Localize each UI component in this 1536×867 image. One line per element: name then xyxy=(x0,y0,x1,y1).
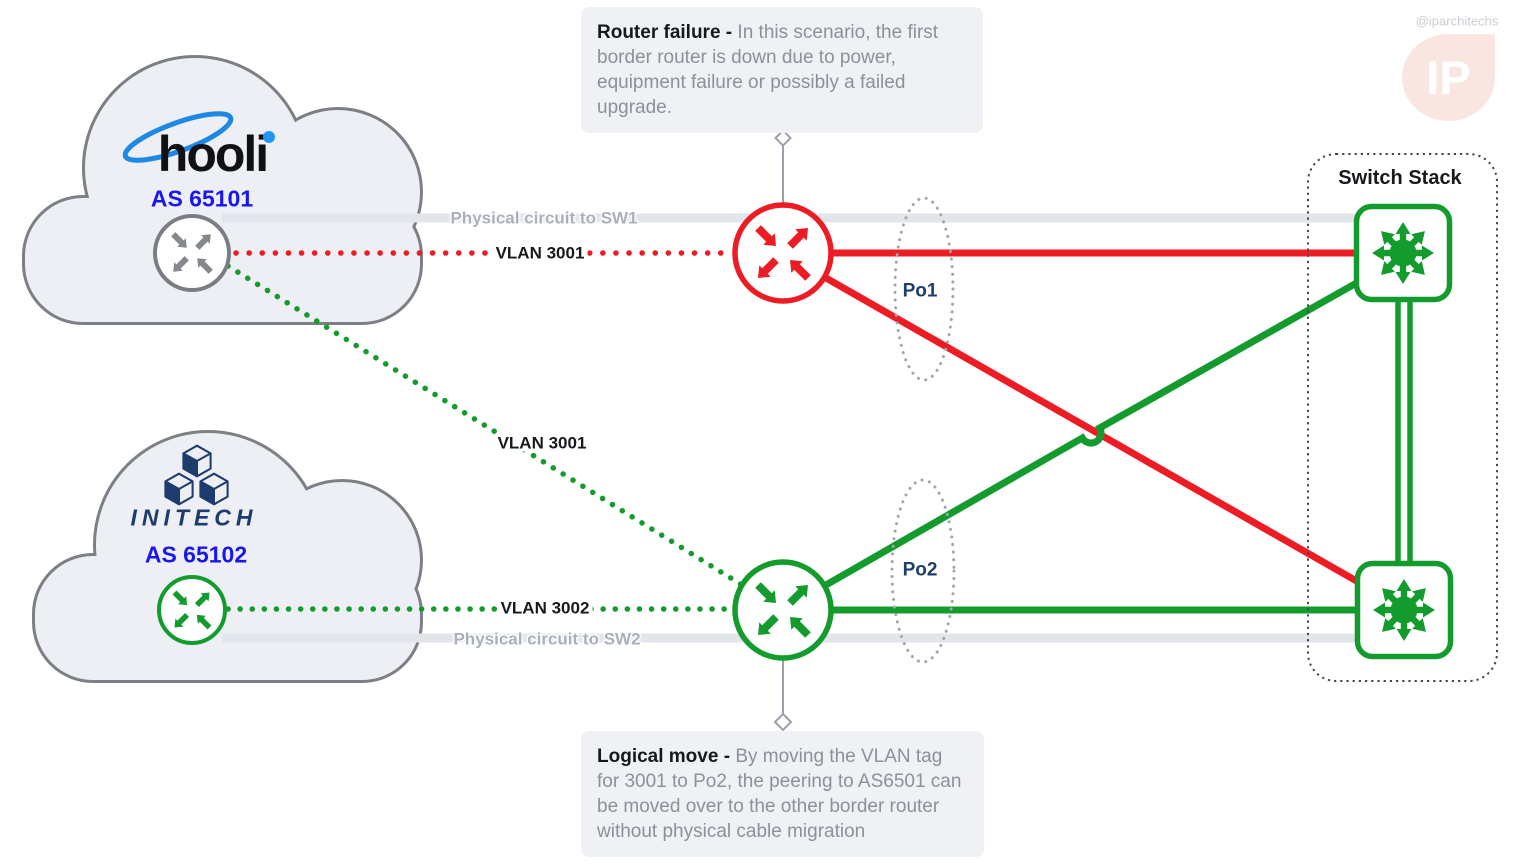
link-po2-member-green-diagonal xyxy=(810,277,1362,597)
annotation-body: By moving the VLAN tag for 3001 to Po2, … xyxy=(597,746,962,842)
iparchitechs-logo-text: IP xyxy=(1426,51,1471,104)
vlan3001-diagonal-label: VLAN 3001 xyxy=(494,434,590,452)
physical-circuit-sw2-label: Physical circuit to SW2 xyxy=(453,629,641,649)
hooli-as-label: AS 65101 xyxy=(150,185,254,212)
watermark-handle: @iparchitechs xyxy=(1415,13,1499,29)
annotation-separator: - xyxy=(720,22,738,43)
annotation-logical-move: Logical move - By moving the VLAN tag fo… xyxy=(581,731,984,857)
connector-diamond-top xyxy=(774,129,792,147)
po2-label: Po2 xyxy=(902,559,938,581)
connector-top xyxy=(774,129,792,207)
vlan3002-label: VLAN 3002 xyxy=(497,599,593,617)
initech-logo: INITECH xyxy=(130,504,258,531)
border-router-1-failed xyxy=(732,202,834,304)
initech-as-label: AS 65102 xyxy=(144,541,248,568)
iparchitechs-logo: IP xyxy=(1402,34,1495,121)
annotation-separator: - xyxy=(718,746,736,767)
po2-ellipse xyxy=(890,478,956,664)
physical-circuit-sw1-label: Physical circuit to SW1 xyxy=(450,208,638,228)
hooli-logo: hooli xyxy=(157,126,269,182)
initech-cloud xyxy=(32,430,423,683)
link-vlan3001-green-dotted-diagonal xyxy=(225,263,745,588)
switch-2-icon xyxy=(1358,564,1451,657)
annotation-title: Router failure xyxy=(597,22,721,43)
switch-stack-title: Switch Stack xyxy=(1338,167,1462,189)
hooli-logo-dot xyxy=(263,131,275,143)
link-po1-member-red-diagonal xyxy=(810,266,1362,587)
annotation-title: Logical move xyxy=(597,746,719,767)
po1-label: Po1 xyxy=(902,280,938,302)
annotation-body: In this scenario, the first border route… xyxy=(597,22,939,118)
hooli-edge-router xyxy=(153,214,231,292)
switch-stack-box xyxy=(1307,153,1498,682)
po1-ellipse xyxy=(893,196,955,382)
connector-diamond-bottom xyxy=(773,712,793,732)
vlan3001-label: VLAN 3001 xyxy=(492,244,588,262)
connector-bottom xyxy=(773,658,793,732)
annotation-router-failure: Router failure - In this scenario, the f… xyxy=(581,7,983,133)
border-router-2-active xyxy=(732,559,834,661)
initech-edge-router xyxy=(157,575,227,645)
switch-1-icon xyxy=(1357,207,1450,300)
hooli-cloud xyxy=(22,55,423,325)
hooli-logo-swoosh xyxy=(122,111,234,163)
